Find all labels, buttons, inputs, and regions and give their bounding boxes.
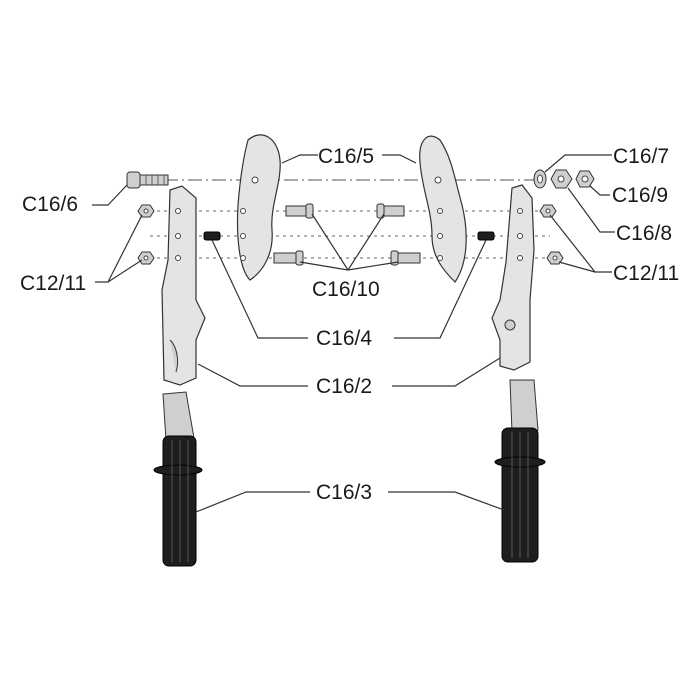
blade-screws	[273, 203, 421, 266]
washer-and-nuts	[533, 169, 595, 189]
left-blade	[236, 134, 281, 281]
leader-lines	[92, 154, 615, 513]
label-c12-11-right: C12/11	[613, 262, 679, 285]
label-c16-7: C16/7	[613, 145, 669, 168]
label-c16-4: C16/4	[316, 327, 372, 350]
label-c12-11-left: C12/11	[20, 272, 86, 295]
right-small-nuts	[539, 204, 564, 265]
right-blade	[419, 135, 467, 283]
right-handle-arm	[491, 184, 535, 371]
label-c16-5: C16/5	[318, 145, 374, 168]
label-c16-8: C16/8	[616, 222, 672, 245]
label-c16-10: C16/10	[312, 278, 380, 301]
left-small-nuts	[137, 204, 155, 265]
label-c16-6: C16/6	[22, 193, 78, 216]
pins	[203, 231, 495, 241]
left-handle-arm	[161, 185, 206, 386]
left-grip	[153, 391, 203, 567]
label-c16-9: C16/9	[612, 184, 668, 207]
pivot-bolt	[126, 171, 169, 189]
assembly-axes	[140, 179, 550, 259]
right-grip	[494, 379, 546, 563]
label-c16-3: C16/3	[316, 481, 372, 504]
part-labels: C16/5 C16/7 C16/6 C16/9 C16/8 C12/11 C12…	[20, 145, 679, 504]
label-c16-2: C16/2	[316, 375, 372, 398]
